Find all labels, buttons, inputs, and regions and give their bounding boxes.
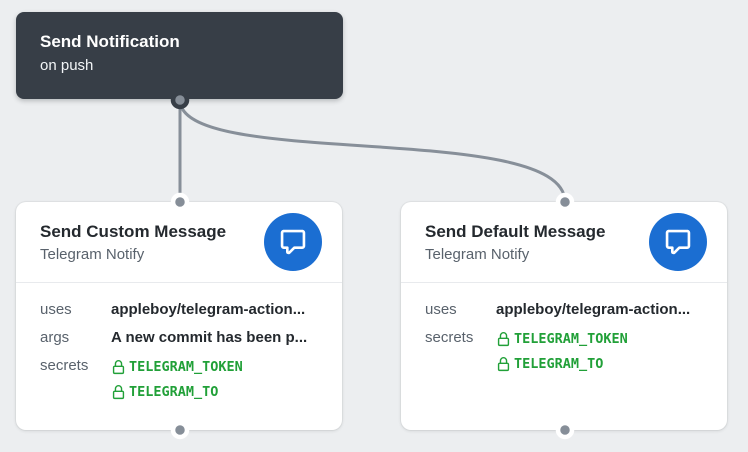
job-details: uses appleboy/telegram-action... secrets… bbox=[401, 283, 727, 377]
job-card-send-custom-message[interactable]: Send Custom Message Telegram Notify uses… bbox=[16, 202, 342, 430]
detail-row-uses: uses appleboy/telegram-action... bbox=[425, 299, 703, 321]
secret-item: TELEGRAM_TO bbox=[111, 380, 243, 405]
row-label: secrets bbox=[425, 329, 474, 346]
trigger-title: Send Notification bbox=[40, 32, 180, 51]
detail-row-secrets: secrets TELEGRAM_TOKEN TELEGRAM_TO bbox=[40, 355, 318, 405]
row-label: args bbox=[40, 329, 70, 346]
trigger-node-send-notification[interactable]: Send Notification on push bbox=[16, 12, 343, 99]
secret-item: TELEGRAM_TOKEN bbox=[496, 327, 628, 352]
detail-row-secrets: secrets TELEGRAM_TOKEN TELEGRAM_TO bbox=[425, 327, 703, 377]
edge-trigger-to-default bbox=[178, 99, 567, 203]
row-label: uses bbox=[40, 301, 72, 318]
lock-icon bbox=[112, 360, 125, 375]
secret-item: TELEGRAM_TOKEN bbox=[111, 355, 243, 380]
job-header: Send Default Message Telegram Notify bbox=[401, 202, 727, 283]
row-label: uses bbox=[425, 301, 457, 318]
lock-icon bbox=[497, 332, 510, 347]
secret-name: TELEGRAM_TOKEN bbox=[129, 359, 243, 375]
job-subtitle: Telegram Notify bbox=[425, 246, 530, 263]
lock-icon bbox=[497, 357, 510, 372]
row-label: secrets bbox=[40, 357, 89, 374]
secret-name: TELEGRAM_TO bbox=[129, 384, 219, 400]
secret-item: TELEGRAM_TO bbox=[496, 352, 628, 377]
lock-icon bbox=[112, 385, 125, 400]
job-title: Send Default Message bbox=[425, 222, 606, 241]
telegram-notify-badge bbox=[649, 213, 707, 271]
job-card-send-default-message[interactable]: Send Default Message Telegram Notify use… bbox=[401, 202, 727, 430]
row-value: appleboy/telegram-action... bbox=[111, 301, 306, 318]
telegram-notify-badge bbox=[264, 213, 322, 271]
row-value: appleboy/telegram-action... bbox=[496, 301, 691, 318]
job-title: Send Custom Message bbox=[40, 222, 227, 241]
secret-list: TELEGRAM_TOKEN TELEGRAM_TO bbox=[111, 355, 243, 405]
row-value: A new commit has been p... bbox=[111, 329, 308, 346]
comment-icon bbox=[280, 229, 306, 255]
comment-icon bbox=[665, 229, 691, 255]
job-header: Send Custom Message Telegram Notify bbox=[16, 202, 342, 283]
job-subtitle: Telegram Notify bbox=[40, 246, 145, 263]
job-details: uses appleboy/telegram-action... args A … bbox=[16, 283, 342, 405]
trigger-event: on push bbox=[40, 57, 94, 74]
secret-name: TELEGRAM_TO bbox=[514, 356, 604, 372]
secret-list: TELEGRAM_TOKEN TELEGRAM_TO bbox=[496, 327, 628, 377]
detail-row-args: args A new commit has been p... bbox=[40, 327, 318, 349]
secret-name: TELEGRAM_TOKEN bbox=[514, 331, 628, 347]
detail-row-uses: uses appleboy/telegram-action... bbox=[40, 299, 318, 321]
